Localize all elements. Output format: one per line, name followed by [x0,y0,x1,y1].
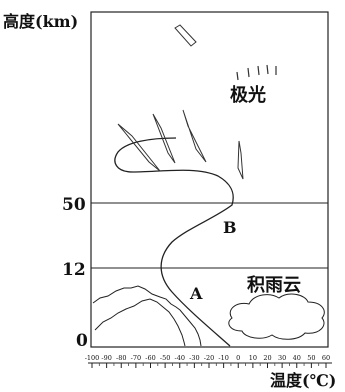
x-tick-label: -50 [160,354,170,362]
x-tick-label: -70 [131,354,141,362]
meteor-icon [152,113,176,164]
y-tick-label-12: 12 [62,260,86,280]
layer-a-label: A [189,284,203,303]
y-axis-title: 高度(km) [3,12,78,31]
mountain-outline [92,285,202,347]
plot-frame [90,11,329,348]
x-tick-label: -80 [116,354,126,362]
layer-b-label: B [223,218,237,237]
x-tick-label: -30 [189,354,199,362]
y-tick-label-0: 0 [76,331,88,351]
x-axis-title: 温度(℃) [269,371,336,390]
x-tick-label: 60 [322,354,330,362]
x-tick-label: -40 [175,354,185,362]
meteor-trails [117,24,244,180]
meteor-icon [182,109,207,163]
cumulonimbus-cloud [228,293,325,340]
aurora-marks [236,64,277,81]
y-tick-label-50: 50 [62,195,86,215]
x-tick-label: 20 [263,354,271,362]
meteor-icon [237,140,244,180]
x-tick-label: 40 [293,354,301,362]
aurora-label: 极光 [230,84,266,106]
meteor-icon [174,24,197,47]
x-tick-label: 0 [236,354,240,362]
x-tick-label: 10 [249,354,257,362]
temperature-curve [114,137,234,347]
x-tick-label: 50 [307,354,315,362]
x-tick-label: 30 [278,354,286,362]
meteor-icon [117,123,161,172]
cumulonimbus-label: 积雨云 [247,275,301,296]
x-tick-label: -90 [101,354,111,362]
x-tick-label: -20 [204,354,214,362]
x-tick-label: -60 [145,354,155,362]
x-tick-label: -10 [218,354,228,362]
mountain-inner-ridge [94,298,186,347]
x-tick-label: -100 [85,354,100,362]
